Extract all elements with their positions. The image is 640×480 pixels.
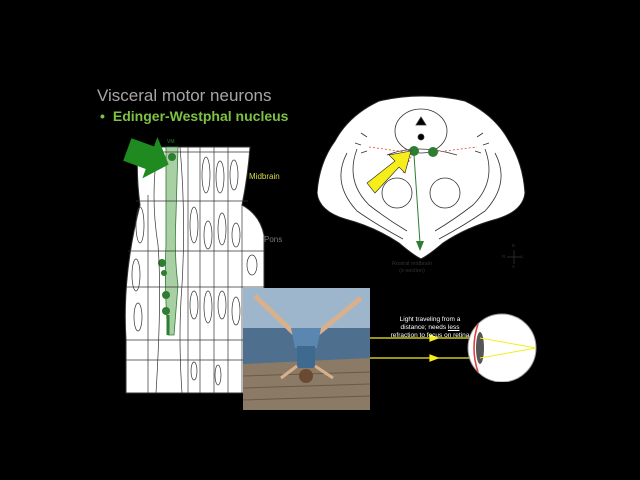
headstand-photo bbox=[243, 288, 370, 410]
light-line-1: Light traveling from a bbox=[385, 316, 475, 324]
ew-nucleus-dot bbox=[168, 153, 176, 161]
caption-line-2: (x-section) bbox=[382, 268, 442, 275]
bullet-item: • Edinger-Westphal nucleus bbox=[100, 108, 288, 124]
eye-lens bbox=[476, 332, 484, 364]
compass-l: L bbox=[521, 254, 524, 259]
ew-nucleus-right bbox=[428, 147, 438, 157]
slide-title: Visceral motor neurons bbox=[97, 86, 272, 106]
rostral-midbrain-caption: Rostral midbrain (x-section) bbox=[382, 261, 442, 275]
light-line-3: refraction to focus on retina bbox=[385, 332, 475, 340]
light-caption: Light traveling from a distance; needs l… bbox=[385, 316, 475, 340]
compass-r: R bbox=[502, 254, 505, 259]
compass-a: A bbox=[512, 264, 515, 269]
pons-label: Pons bbox=[264, 235, 282, 244]
light-line-2: distance; needs less bbox=[385, 324, 475, 332]
midbrain-cross-section bbox=[317, 93, 527, 271]
bullet-text: Edinger-Westphal nucleus bbox=[113, 108, 289, 124]
caption-line-1: Rostral midbrain bbox=[382, 261, 442, 268]
vm-label: VM bbox=[167, 139, 175, 145]
midbrain-label: Midbrain bbox=[249, 172, 280, 181]
emphasis-less: less bbox=[448, 324, 460, 331]
bullet-dot: • bbox=[100, 108, 105, 124]
compass-d: D bbox=[512, 243, 515, 248]
